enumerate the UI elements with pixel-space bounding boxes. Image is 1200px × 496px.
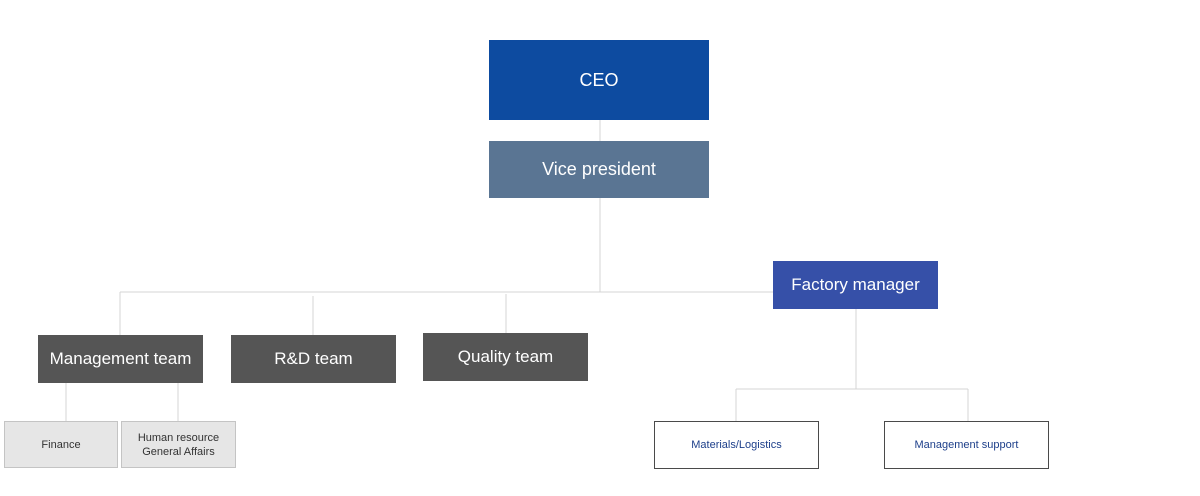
finance-box: Finance [4, 421, 118, 468]
vice-president-label: Vice president [542, 159, 656, 179]
factory-manager-box: Factory manager [773, 261, 938, 309]
ceo-box: CEO [489, 40, 709, 120]
management-team-box: Management team [38, 335, 203, 383]
management-team-label: Management team [49, 349, 192, 368]
rnd-team-box: R&D team [231, 335, 396, 383]
rnd-team-label: R&D team [274, 349, 353, 368]
vice-president-box: Vice president [489, 141, 709, 198]
hr-label-line2: General Affairs [142, 445, 215, 458]
hr-general-affairs-box: Human resource General Affairs [121, 421, 236, 468]
ceo-label: CEO [579, 69, 619, 90]
materials-logistics-box: Materials/Logistics [654, 421, 819, 469]
management-support-box: Management support [884, 421, 1049, 469]
hr-label-line1: Human resource [137, 431, 220, 444]
finance-label: Finance [41, 438, 81, 451]
quality-team-box: Quality team [423, 333, 588, 381]
management-support-label: Management support [914, 439, 1019, 451]
materials-logistics-label: Materials/Logistics [691, 439, 782, 451]
factory-manager-label: Factory manager [791, 275, 920, 294]
quality-team-label: Quality team [457, 347, 554, 366]
